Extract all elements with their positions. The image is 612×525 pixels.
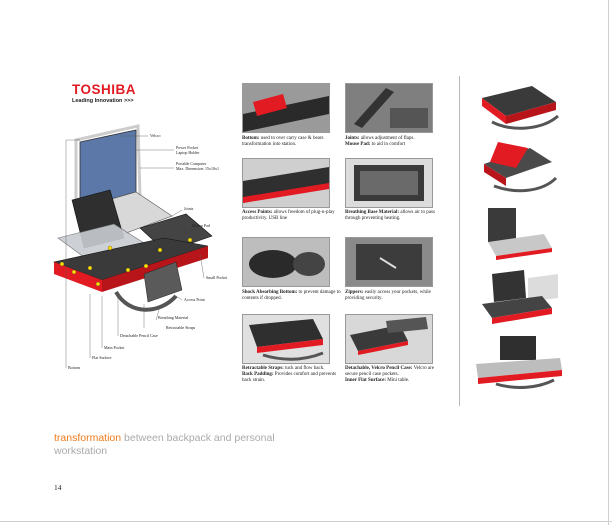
sequence-step-5 bbox=[472, 334, 564, 390]
feature-photo-zippers bbox=[345, 237, 433, 287]
column-divider bbox=[459, 76, 460, 406]
label-flat-surface: Flat Surface bbox=[92, 355, 112, 360]
sequence-step-2 bbox=[472, 138, 564, 194]
feature-photo-access-points bbox=[242, 158, 330, 208]
feature-photo-breathing-base bbox=[345, 158, 433, 208]
feature-caption-retractable-straps: Retractable Straps: tuck and flow back. … bbox=[242, 366, 337, 384]
label-velcro: Velcro bbox=[150, 133, 161, 138]
footer-highlight: transformation bbox=[54, 432, 122, 444]
label-max-dimension: Max. Dimension: 15x10x1 bbox=[176, 166, 219, 171]
feature-caption-joints: Joints: allows adjustment of flaps. Mous… bbox=[345, 136, 415, 148]
feature-photo-retractable-straps bbox=[242, 314, 330, 364]
page-edge-bottom bbox=[0, 521, 612, 522]
brand-tagline: Leading Innovation >>> bbox=[72, 98, 134, 104]
label-retractable-straps: Retractable Straps bbox=[166, 325, 196, 330]
label-power-pocket: Power Pocket bbox=[176, 145, 199, 150]
feature-photo-pencil-case bbox=[345, 314, 433, 364]
label-bottom: Bottom bbox=[68, 365, 81, 370]
label-small-pocket: Small Pocket bbox=[206, 275, 228, 280]
label-laptop-holder: Laptop Holder bbox=[176, 150, 200, 155]
feature-photo-bottom bbox=[242, 83, 330, 133]
label-joints: Joints bbox=[184, 206, 194, 211]
sequence-step-4 bbox=[472, 268, 564, 324]
toshiba-logo: TOSHIBA bbox=[72, 82, 137, 97]
feature-caption-shock-absorbing: Shock Absorbing Bottom: to prevent damag… bbox=[242, 290, 341, 302]
label-main-pocket: Main Pocket bbox=[104, 345, 125, 350]
feature-photo-joints bbox=[345, 83, 433, 133]
bag-illustration bbox=[52, 124, 213, 368]
feature-caption-breathing-base: Breathing Base Material: allows air to p… bbox=[345, 210, 435, 222]
label-breathing-material: Breathing Material bbox=[158, 315, 189, 320]
product-diagram: Velcro Power Pocket Laptop Holder Portab… bbox=[40, 120, 240, 380]
footer-caption: transformation between backpack and pers… bbox=[54, 432, 314, 458]
feature-caption-access-points: Access Points: allows freedom of plug-n-… bbox=[242, 210, 335, 222]
label-detachable-pencil-case: Detachable Pencil Case bbox=[120, 333, 158, 338]
label-portable-computer: Portable Computer bbox=[176, 161, 207, 166]
footer-text: between backpack and personal workstatio… bbox=[54, 432, 275, 457]
label-access-point: Access Point bbox=[184, 297, 205, 302]
page-edge-right bbox=[608, 0, 609, 525]
feature-photo-shock-absorbing bbox=[242, 237, 330, 287]
page-number: 14 bbox=[54, 483, 62, 492]
feature-caption-pencil-case: Detachable, Velcro Pencil Case: Velcro a… bbox=[345, 366, 434, 384]
sequence-step-3 bbox=[472, 204, 564, 260]
label-mouse-pad: Mouse Pad bbox=[192, 223, 210, 228]
feature-caption-bottom: Bottom: used to over carry case & bears … bbox=[242, 136, 324, 148]
sequence-step-1 bbox=[472, 76, 564, 132]
feature-caption-zippers: Zippers: easily access your pockets, whi… bbox=[345, 290, 431, 302]
